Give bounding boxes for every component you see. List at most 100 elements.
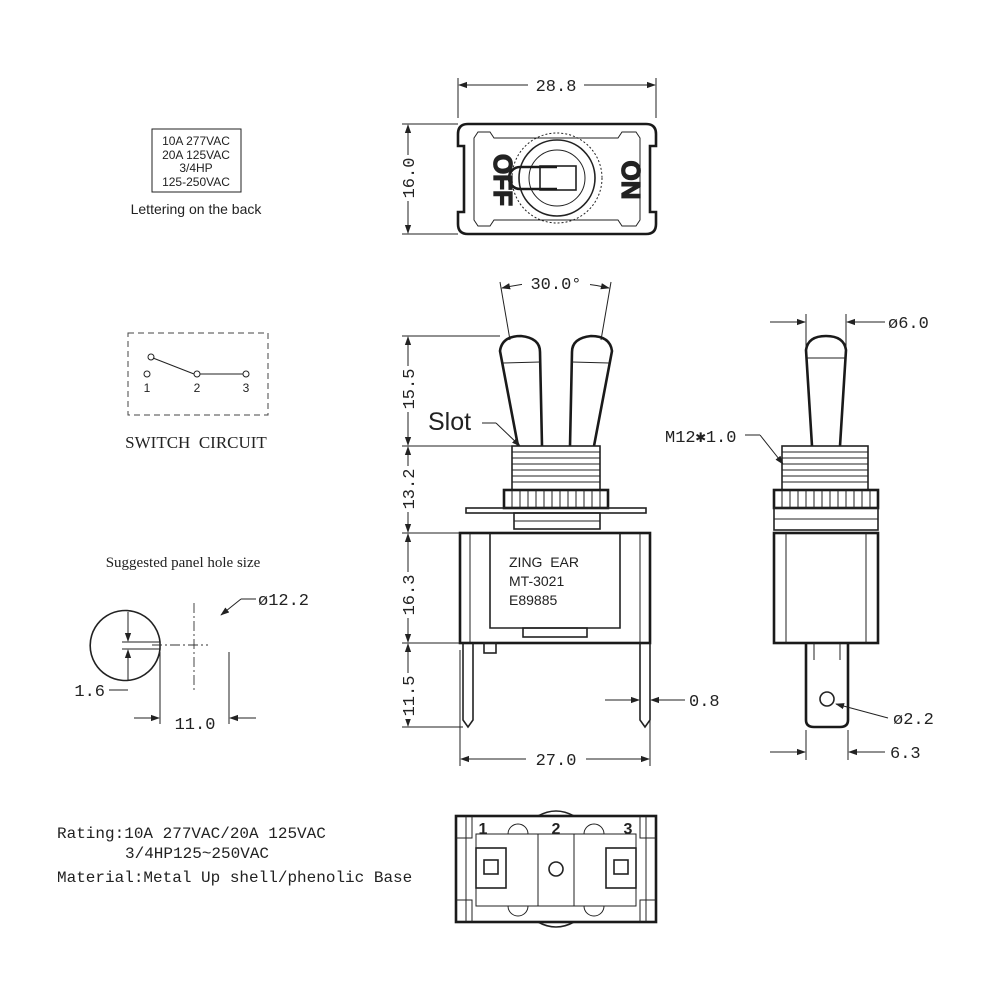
terminal-hole [819, 691, 835, 707]
top-knurled-nut [511, 132, 603, 224]
circuit-box [127, 332, 269, 416]
diameter-leader [220, 598, 242, 616]
circuit-terminal-label: 2 [194, 381, 201, 395]
bottom-terminal-2 [548, 861, 564, 877]
bottom-notch [639, 816, 656, 839]
body-tab [522, 627, 588, 638]
bottom-view: 1 2 3 [454, 810, 658, 928]
label-mask [398, 466, 418, 512]
angle-extension-line [600, 281, 612, 341]
bottom-notch [456, 816, 473, 839]
bottom-terminal-1 [475, 847, 507, 889]
side-nut-knurl [781, 490, 871, 508]
circuit-terminal-1 [143, 370, 151, 378]
side-terminal [804, 643, 850, 729]
bottom-side-line [465, 816, 647, 922]
bottom-boss [507, 905, 529, 917]
side-bushing-threads [782, 451, 868, 483]
bottom-terminal-label: 3 [624, 821, 633, 838]
threaded-bushing [511, 445, 601, 491]
brand-label: ZING EAR [509, 554, 579, 570]
back-lettering-line: 20A 125VAC [162, 148, 230, 162]
label-mask [528, 74, 584, 94]
bottom-boss [583, 905, 605, 917]
back-lettering-caption: Lettering on the back [131, 201, 263, 217]
side-bushing [781, 445, 869, 491]
terminal-right [639, 643, 651, 729]
body-side-line [469, 533, 641, 643]
bottom-boss [583, 823, 605, 835]
thread-label: M12✱1.0 [665, 429, 736, 448]
panel-hole-caption: Suggested panel hole size [106, 555, 261, 571]
top-bushing-outline [528, 149, 586, 207]
circuit-terminal-3 [242, 370, 250, 378]
top-view: 28.8 16.0 OFF ON [398, 74, 658, 236]
front-view: 30.0° Slot [398, 272, 720, 771]
bottom-terminal-3-pad [613, 859, 629, 875]
panel-hole-diameter: ø12.2 [258, 592, 309, 611]
terminal-stub [483, 642, 497, 654]
top-lever-base [539, 165, 577, 191]
label-mask [398, 155, 418, 201]
bushing-threads [512, 451, 600, 483]
terminal-thickness-label: 0.8 [689, 693, 720, 712]
bottom-terminal-1-pad [483, 859, 499, 875]
cert-label: E89885 [509, 592, 557, 608]
circuit-caption: SWITCH CIRCUIT [125, 433, 267, 452]
terminal-width-label: 6.3 [890, 745, 921, 764]
hole-diameter-leader [835, 703, 889, 719]
top-height-label: 16.0 [401, 158, 420, 199]
label-mask [526, 748, 586, 768]
model-label: MT-3021 [509, 573, 564, 589]
specs-block: Rating:10A 277VAC/20A 125VAC 3/4HP125~25… [57, 825, 412, 887]
angle-extension-line [499, 281, 511, 341]
nut-knurl [511, 490, 601, 508]
label-mask [522, 272, 590, 292]
bottom-inner-frame [475, 833, 637, 907]
top-width-label: 28.8 [536, 78, 577, 97]
switch-circuit: 1 2 3 SWITCH CIRCUIT [125, 332, 269, 452]
side-body [772, 531, 880, 645]
bushing-height-label: 13.2 [401, 469, 420, 510]
lever-on [568, 334, 614, 447]
hole-diameter-label: ø2.2 [893, 711, 934, 730]
circuit-terminal-2 [193, 370, 201, 378]
circuit-terminal-label: 1 [144, 381, 151, 395]
lever-off [498, 334, 544, 447]
back-lettering-line: 3/4HP [179, 161, 212, 175]
top-on-label: ON [616, 161, 646, 200]
label-mask [398, 366, 418, 412]
panel-hole-key: 1.6 [74, 683, 105, 702]
body-height-label: 16.3 [401, 575, 420, 616]
circuit-lever-line [152, 357, 195, 375]
bottom-bottom-arc [537, 921, 575, 928]
top-lever [507, 165, 557, 191]
circuit-terminal-label: 3 [243, 381, 250, 395]
material-line: Material:Metal Up shell/phenolic Base [57, 869, 412, 887]
angle-label: 30.0° [530, 276, 581, 295]
bottom-boss [507, 823, 529, 835]
bottom-notch [456, 899, 473, 922]
bottom-body-outline [454, 814, 658, 924]
bottom-notch [639, 899, 656, 922]
bottom-terminal-3 [605, 847, 637, 889]
lever-cap-line [502, 361, 541, 364]
front-width-label: 27.0 [536, 752, 577, 771]
bottom-top-arc [537, 810, 575, 817]
circuit-contact [147, 353, 155, 361]
switch-body [458, 531, 652, 645]
panel-hole-flat: 11.0 [175, 716, 216, 735]
top-off-label: OFF [488, 154, 518, 206]
panel-hole-view: Suggested panel hole size ø12.2 1.6 11.0 [74, 555, 309, 735]
lever-cap-line [571, 361, 610, 364]
side-view: ø6.0 M12✱1.0 [665, 314, 934, 764]
side-lever [804, 334, 848, 447]
back-lettering-note: 10A 277VAC 20A 125VAC 3/4HP 125-250VAC L… [131, 128, 263, 217]
bottom-terminal-label: 1 [479, 821, 488, 838]
back-lettering-line: 125-250VAC [162, 175, 230, 189]
thread-leader [759, 434, 784, 465]
slot-label: Slot [428, 408, 471, 436]
panel-hole-outline [89, 609, 161, 682]
terminal-left [462, 643, 474, 729]
